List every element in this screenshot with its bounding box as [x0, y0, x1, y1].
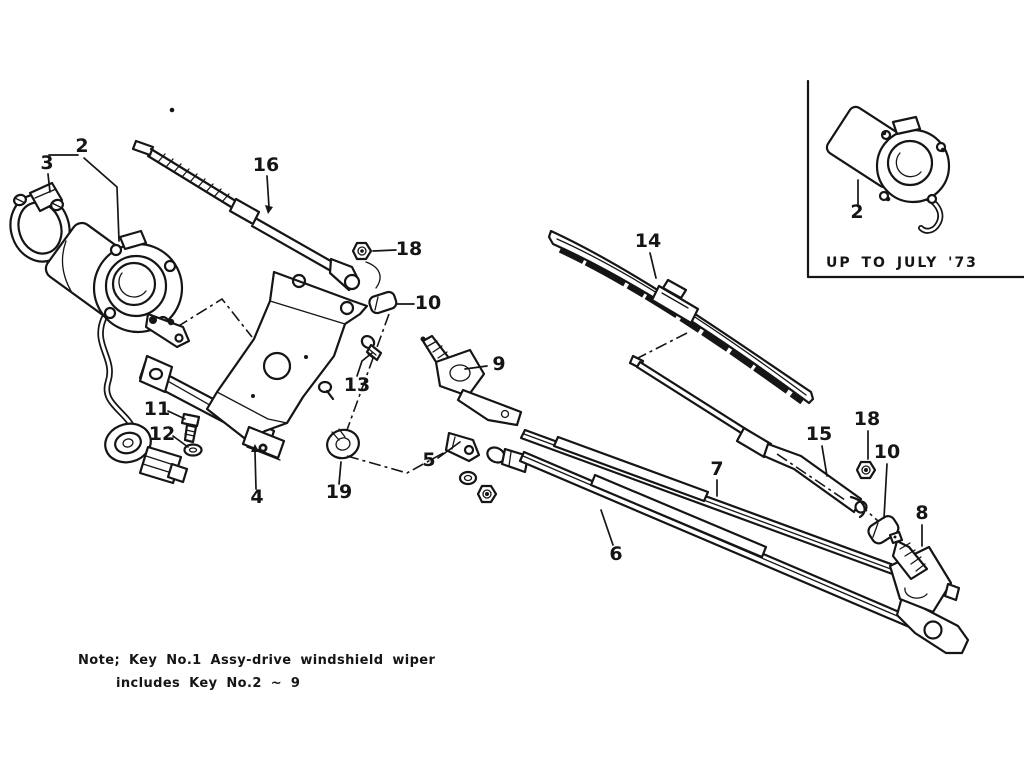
callout-leader-4 [254, 451, 257, 490]
note: Note; Key No.1 Assy-drive windshield wip… [78, 653, 436, 691]
callout-leader-19 [338, 461, 342, 485]
grommet-19 [326, 428, 360, 460]
callout-label-9: 9 [492, 353, 505, 375]
callout-leader-11 [167, 410, 186, 420]
washer-12 [183, 443, 203, 457]
callout-leader-15 [821, 445, 828, 477]
callout-label-12: 12 [149, 423, 175, 445]
bracket-foot [241, 425, 286, 461]
cap-10a [368, 290, 398, 315]
wire-connector [138, 445, 189, 485]
callout-leader-6 [600, 509, 614, 546]
bolt-11 [180, 412, 201, 444]
inset-caption: UP TO JULY '73 [826, 255, 978, 271]
note-line-1: Note; Key No.1 Assy-drive windshield wip… [78, 653, 436, 668]
callout-leader-9 [464, 365, 488, 370]
callout-label-10: 10 [415, 292, 441, 314]
pivot-8 [888, 530, 970, 655]
callout-leader-2 [83, 157, 120, 242]
callout-label-15: 15 [806, 423, 832, 445]
inset-panel: UP TO JULY '73 [806, 79, 1024, 279]
callout-label-4: 4 [250, 486, 263, 508]
callout-leader-16 [266, 175, 270, 208]
callout-label-2: 2 [850, 201, 863, 223]
callout-label-13: 13 [344, 374, 370, 396]
callout-label-16: 16 [253, 154, 279, 176]
callout-label-14: 14 [635, 230, 661, 252]
linkage-rod-7 [519, 428, 953, 596]
callout-leader-18 [372, 249, 397, 252]
callout-label-19: 19 [326, 481, 352, 503]
callout-label-3: 3 [40, 152, 53, 174]
callout-leader-13 [356, 352, 373, 377]
wiper-motor [44, 221, 191, 485]
callout-label-10: 10 [874, 441, 900, 463]
link-rod-16 [131, 139, 361, 292]
pivot-9 [420, 334, 523, 427]
leader-lines [47, 154, 923, 547]
motor-wire [97, 314, 138, 435]
wire-grommet [104, 422, 152, 464]
callout-leader-3 [47, 173, 51, 193]
mounting-bracket [138, 270, 369, 461]
screw-13 [360, 334, 383, 362]
nut-18b [855, 460, 877, 480]
wiper-arm-15 [628, 354, 868, 519]
leader-arrowheads [251, 205, 273, 452]
clip-5-assembly [444, 431, 506, 504]
inset-motor [825, 105, 951, 234]
callout-leader-10 [883, 463, 888, 519]
callout-label-18: 18 [854, 408, 880, 430]
callout-leader-14 [649, 252, 657, 279]
nut-18a [351, 241, 381, 289]
linkage-rod-6 [500, 447, 920, 631]
callout-label-2: 2 [75, 135, 88, 157]
callout-leader-12 [172, 435, 189, 448]
wiper-blade-14 [547, 229, 815, 405]
callout-leader-5 [437, 441, 461, 459]
callout-label-18: 18 [396, 238, 422, 260]
callout-label-5: 5 [422, 449, 435, 471]
callout-label-7: 7 [710, 458, 723, 480]
callout-label-11: 11 [144, 398, 170, 420]
stray-dot [169, 107, 175, 113]
note-line-2: includes Key No.2 ~ 9 [116, 676, 300, 691]
hose-clamp [9, 181, 71, 263]
callout-label-6: 6 [609, 543, 622, 565]
callout-label-8: 8 [915, 502, 928, 524]
